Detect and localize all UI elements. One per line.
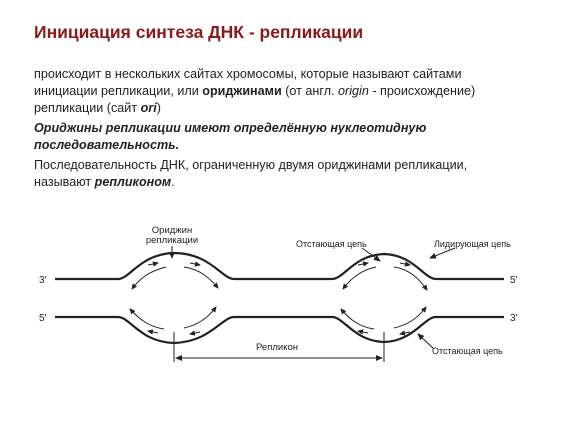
bottom-strand xyxy=(55,315,504,345)
lagging-strand-arrow xyxy=(393,306,427,329)
origin-label-line2: репликации xyxy=(146,235,198,246)
paragraph-line: инициации репликации, или ориджинами (от… xyxy=(34,83,539,100)
okazaki-fragments xyxy=(147,261,411,336)
lagging-strand-arrow xyxy=(342,266,377,290)
daughter-strands xyxy=(129,266,428,330)
lagging-strand-label-bottom: Отстающая цепь xyxy=(432,346,503,356)
paragraph-line: последовательность. xyxy=(34,138,180,152)
dna-strands xyxy=(55,251,504,345)
replicon-label: Репликон xyxy=(256,342,298,353)
fragment-arrow xyxy=(147,261,159,267)
page-title: Инициация синтеза ДНК - репликации xyxy=(34,22,364,42)
term-origin-english: origin xyxy=(338,84,369,98)
text-run: - происхождение) xyxy=(368,84,476,98)
fragment-arrow xyxy=(357,329,369,335)
text-run: . xyxy=(171,175,175,189)
fragment-arrow xyxy=(357,261,369,267)
replicon-bracket xyxy=(173,332,385,362)
lagging-strand-arrow xyxy=(183,306,217,329)
leading-strand-label: Лидирующая цепь xyxy=(434,239,511,249)
lagging-strand-arrow xyxy=(131,266,167,290)
paragraph-line: Последовательность ДНК, ограниченную дву… xyxy=(34,158,468,172)
paragraph-line: называют репликоном. xyxy=(34,174,539,191)
leading-strand-arrow xyxy=(129,308,165,330)
lagging-bottom-pointer xyxy=(417,333,435,350)
lagging-strand-label: Отстающая цепь xyxy=(296,239,367,249)
fragment-arrow xyxy=(399,330,411,336)
replication-diagram: 3' 5' 5' 3' Ориджин репликации Отстающая… xyxy=(39,225,518,362)
origin-label-line1: Ориджин xyxy=(152,225,192,236)
term-replicon: репликоном xyxy=(94,175,172,189)
paragraph-origins: происходит в нескольких сайтах хромосомы… xyxy=(34,66,539,117)
description-text: происходит в нескольких сайтах хромосомы… xyxy=(34,66,539,194)
leading-pointer xyxy=(429,247,456,259)
fragment-arrow xyxy=(189,330,201,336)
label-pointers xyxy=(169,246,456,350)
end-3-right: 3' xyxy=(510,313,518,324)
paragraph-origin-sequence: Ориджины репликации имеют определённую н… xyxy=(34,120,539,154)
top-strand xyxy=(55,251,504,281)
term-ori: ori xyxy=(140,101,157,115)
fragment-arrow xyxy=(399,261,411,267)
fragment-arrow xyxy=(147,329,159,335)
text-run: называют xyxy=(34,175,95,189)
text-run: репликации (сайт xyxy=(34,101,141,115)
leading-strand-arrow xyxy=(183,266,219,289)
paragraph-line: происходит в нескольких сайтах хромосомы… xyxy=(34,67,462,81)
text-run: ) xyxy=(156,101,161,115)
leading-strand-arrow xyxy=(393,266,428,291)
end-5-left: 5' xyxy=(39,313,47,324)
paragraph-line: репликации (сайт ori) xyxy=(34,100,539,117)
text-run: инициации репликации, или xyxy=(34,84,203,98)
end-5-right: 5' xyxy=(510,275,518,286)
leading-strand-arrow xyxy=(340,308,375,330)
end-3-left: 3' xyxy=(39,275,47,286)
fragment-arrow xyxy=(189,261,201,267)
paragraph-line: Ориджины репликации имеют определённую н… xyxy=(34,121,427,135)
paragraph-replicon: Последовательность ДНК, ограниченную дву… xyxy=(34,157,539,191)
lagging-top-pointer xyxy=(361,247,381,262)
term-origins: ориджинами xyxy=(202,84,282,98)
text-run: (от англ. xyxy=(281,84,339,98)
